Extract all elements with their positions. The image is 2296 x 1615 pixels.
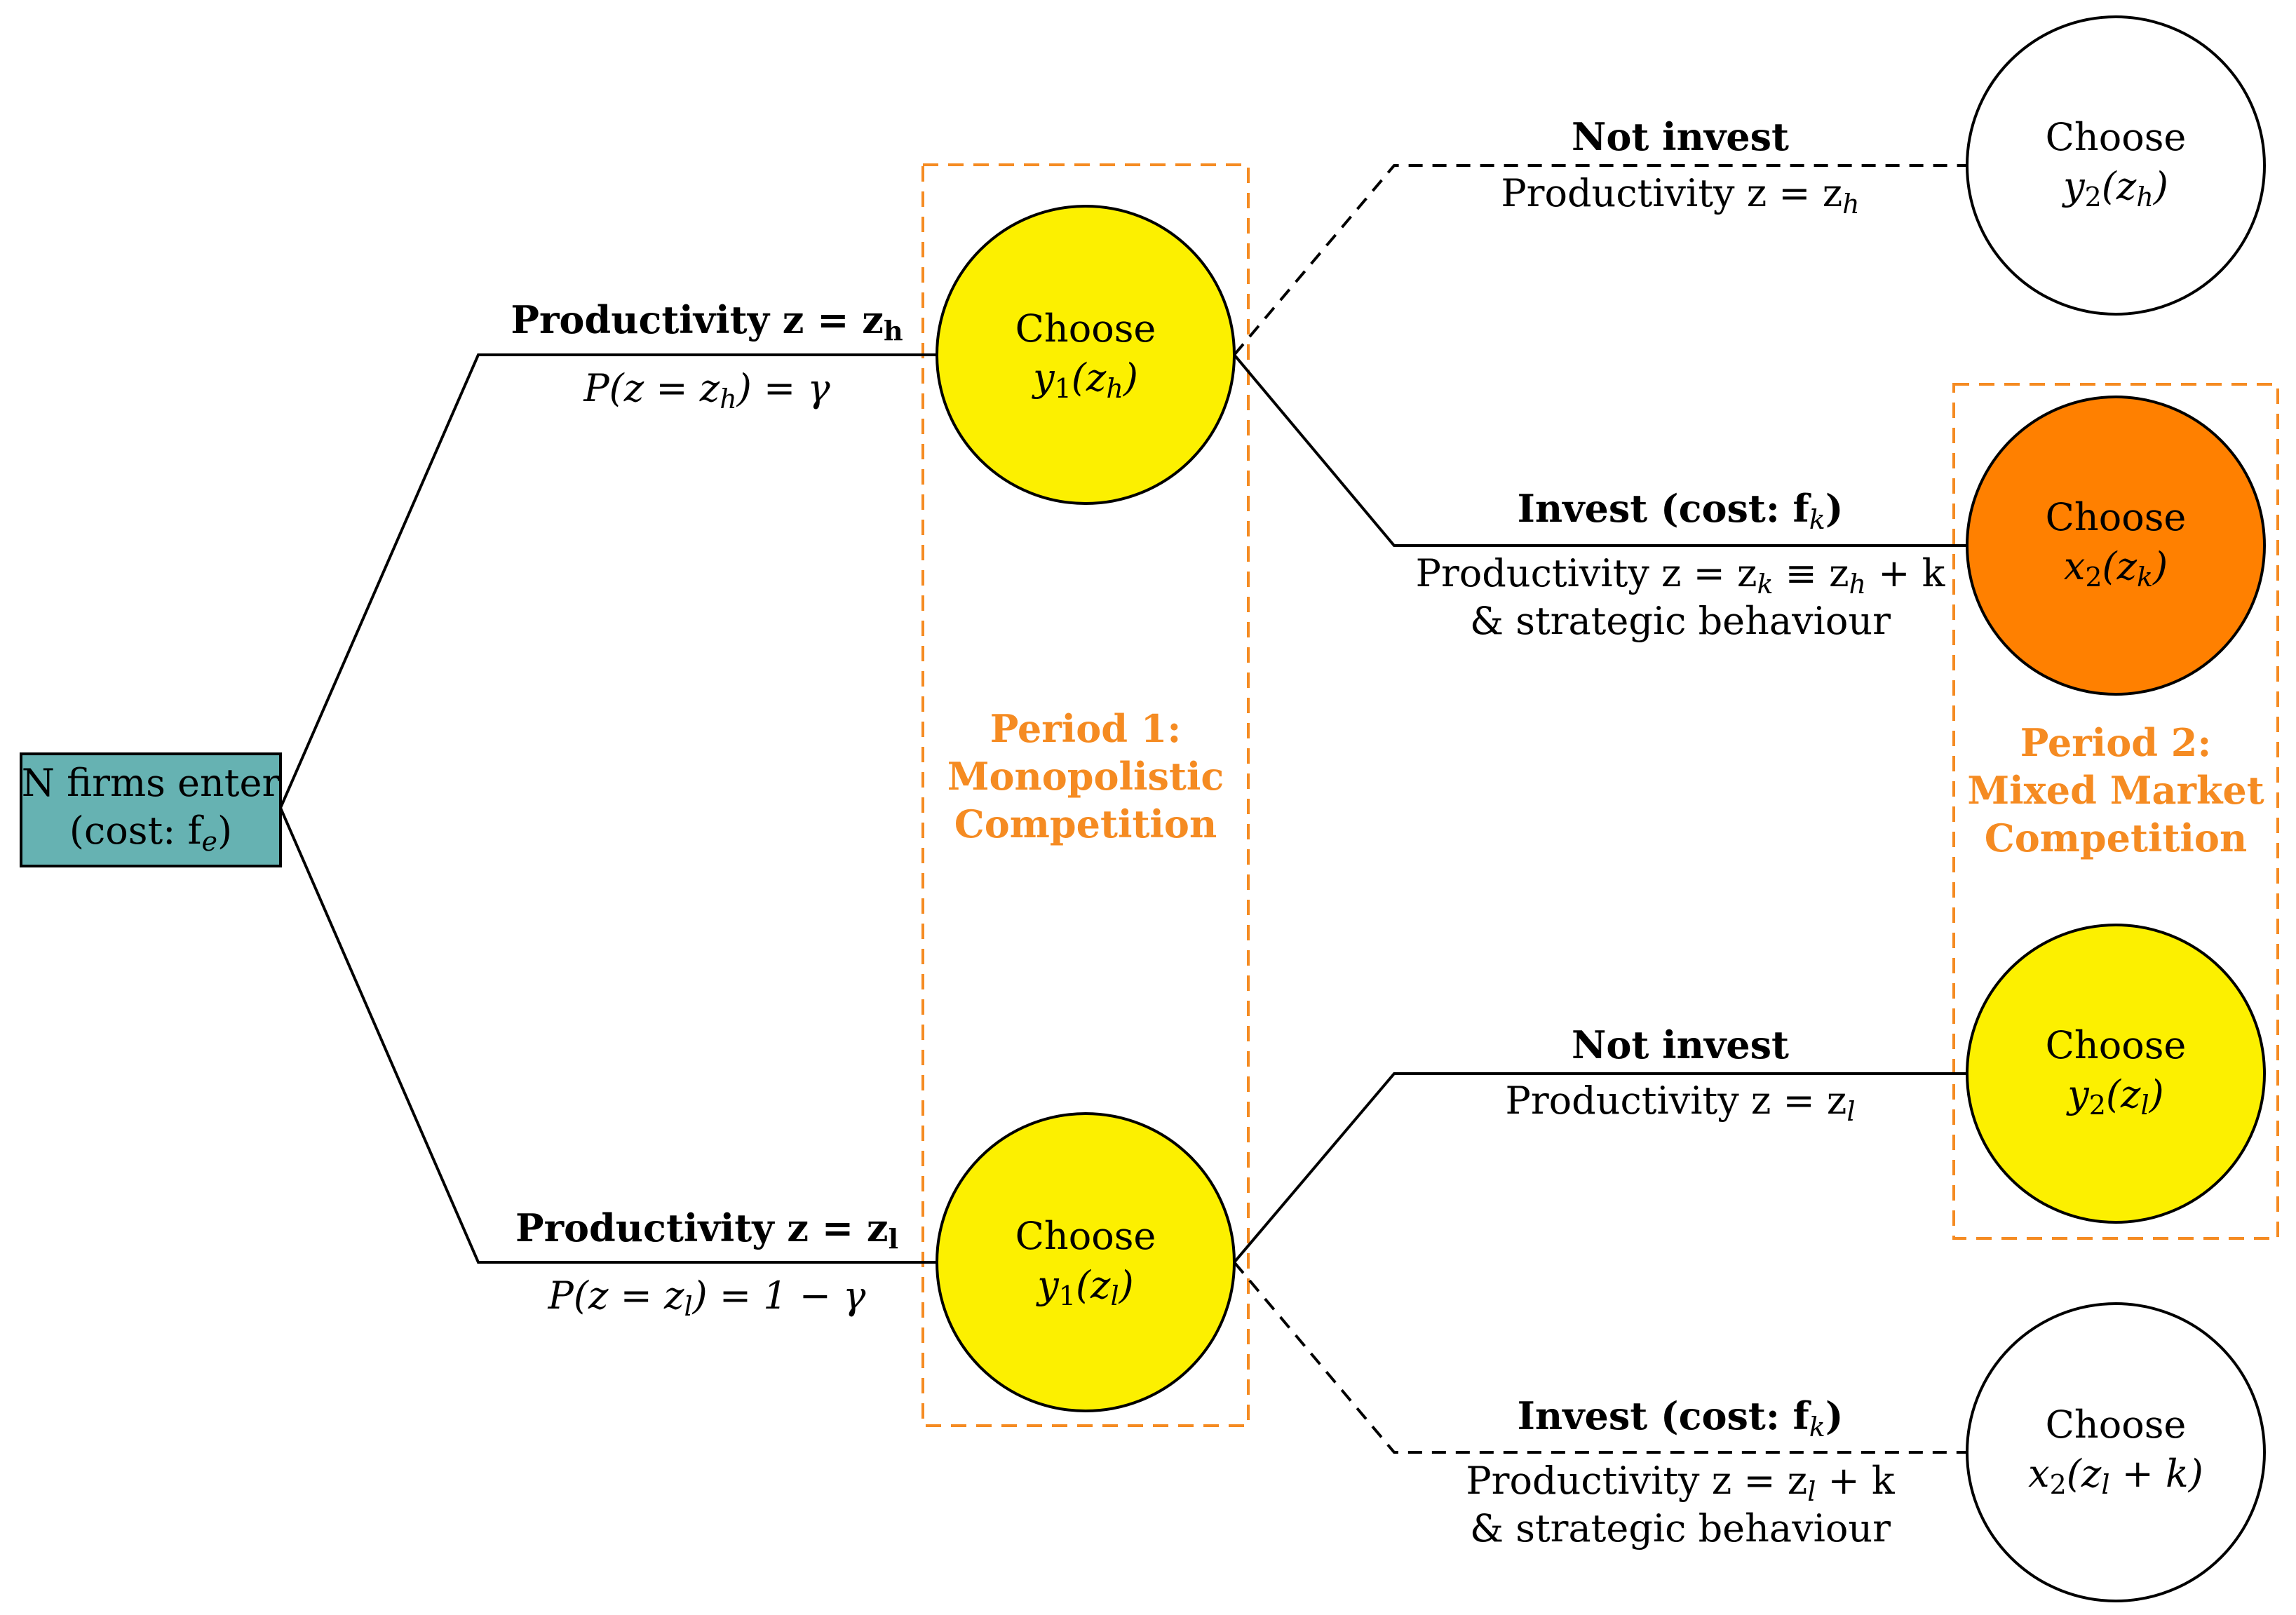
- node-final-lk-line1: Choose: [2046, 1403, 2187, 1447]
- entry-label-line2: (cost: fe): [69, 809, 232, 857]
- branch-low-prob: P(z = zl) = 1 − γ: [548, 1273, 867, 1322]
- edge-high-invest-desc2: & strategic behaviour: [1470, 599, 1891, 643]
- node-final-ll-line1: Choose: [2046, 1023, 2187, 1067]
- edge-entry-high: [279, 353, 936, 809]
- period2-label-line1: Period 2:: [2020, 720, 2212, 765]
- period2-label-line2: Mixed Market: [1967, 768, 2264, 813]
- edge-high-not-invest-desc: Productivity z = zh: [1501, 171, 1859, 219]
- node-final-hh-line2: y2(zh): [2062, 164, 2168, 212]
- edge-entry-low: [279, 807, 936, 1264]
- node-final-lk-line2: x2(zl + k): [2028, 1452, 2203, 1500]
- node-final-hh-line1: Choose: [2046, 115, 2187, 159]
- node-final-hk-line2: x2(zk): [2064, 544, 2168, 593]
- node-period1-high: [936, 205, 1236, 505]
- edge-high-invest-title: Invest (cost: fk): [1518, 486, 1844, 535]
- node-final-lk: [1966, 1302, 2266, 1602]
- period2-label-line3: Competition: [1985, 816, 2247, 860]
- node-final-hk: [1966, 396, 2266, 696]
- node-final-hh: [1966, 15, 2266, 316]
- edge-high-not-invest-title: Not invest: [1572, 114, 1789, 159]
- edge-low-not-invest: [1233, 1072, 1968, 1264]
- edge-high-invest-desc: Productivity z = zk ≡ zh + k: [1416, 551, 1946, 600]
- period2-box: [1952, 383, 2279, 1240]
- edge-low-invest: [1233, 1261, 1968, 1454]
- period1-box: [921, 163, 1250, 1427]
- period1-label-line1: Period 1:: [990, 706, 1182, 751]
- node-period1-low-line2: y1(zl): [1036, 1263, 1133, 1311]
- edge-low-not-invest-desc: Productivity z = zl: [1506, 1079, 1856, 1127]
- node-period1-low-line1: Choose: [1015, 1214, 1156, 1258]
- edge-low-invest-desc: Productivity z = zl + k: [1466, 1459, 1896, 1507]
- branch-low-title: Productivity z = zl: [515, 1205, 898, 1255]
- branch-high-title: Productivity z = zh: [511, 297, 903, 346]
- edge-low-invest-desc2: & strategic behaviour: [1470, 1506, 1891, 1550]
- node-final-ll: [1966, 924, 2266, 1224]
- node-period1-high-line1: Choose: [1015, 306, 1156, 351]
- entry-label-line1: N firms enter: [22, 761, 281, 805]
- branch-high-prob: P(z = zh) = γ: [583, 366, 830, 414]
- edge-high-invest: [1233, 353, 1968, 547]
- node-period1-high-line2: y1(zh): [1032, 356, 1138, 404]
- edge-low-not-invest-title: Not invest: [1572, 1022, 1789, 1067]
- edge-high-not-invest: [1233, 164, 1968, 356]
- entry-box: [20, 752, 282, 867]
- edge-low-invest-title: Invest (cost: fk): [1518, 1393, 1844, 1442]
- period1-label-line2: Monopolistic: [947, 754, 1224, 799]
- node-final-hk-line1: Choose: [2046, 495, 2187, 539]
- node-final-ll-line2: y2(zl): [2066, 1072, 2163, 1121]
- period1-label-line3: Competition: [954, 802, 1217, 846]
- node-period1-low: [936, 1112, 1236, 1412]
